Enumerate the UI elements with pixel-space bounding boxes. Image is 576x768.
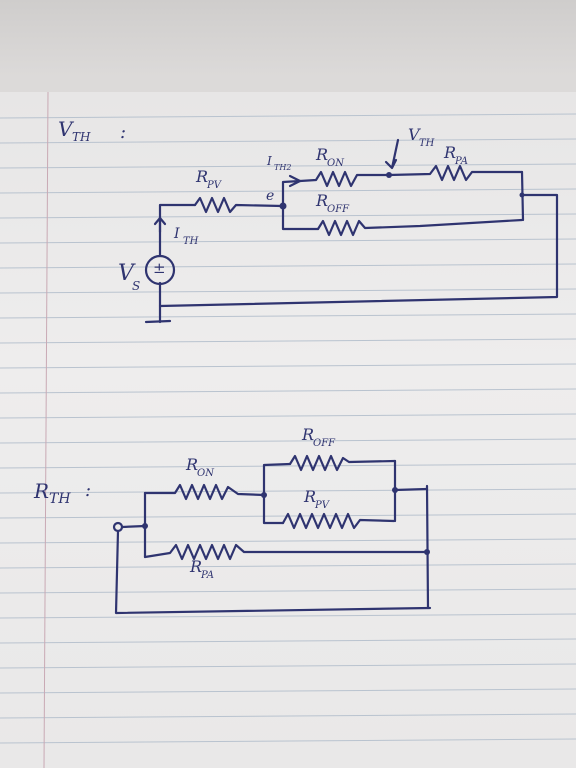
vth-node-arrow bbox=[384, 138, 400, 170]
vth-i-th-arrow bbox=[153, 216, 167, 234]
rth-r-pv-resistor bbox=[281, 512, 396, 530]
rth-heading-colon: : bbox=[85, 480, 91, 501]
vth-r-pa-resistor bbox=[387, 164, 524, 182]
rth-r-pv-subscript: PV bbox=[314, 500, 331, 511]
vth-r-on-resistor bbox=[298, 170, 390, 188]
vth-r-pv-subscript: PV bbox=[206, 180, 223, 191]
rth-return-wire bbox=[114, 529, 432, 615]
vth-r-off-label: R bbox=[315, 191, 328, 210]
vth-r-off-subscript: OFF bbox=[327, 204, 350, 215]
margin-rule bbox=[43, 92, 49, 768]
rth-heading: R TH : bbox=[33, 479, 91, 507]
vth-return-wire bbox=[158, 193, 559, 308]
rth-r-off-label: R bbox=[301, 425, 314, 444]
vth-heading-subscript: TH bbox=[72, 130, 91, 144]
rth-r-on-subscript: ON bbox=[197, 468, 215, 479]
rth-r-off-resistor bbox=[288, 454, 397, 472]
vth-r-off-resistor bbox=[316, 218, 524, 237]
vth-r-pa-subscript: PA bbox=[454, 156, 468, 167]
vth-vs-subscript: S bbox=[132, 279, 140, 293]
vth-ground-icon bbox=[144, 319, 172, 324]
vth-voltage-source-icon bbox=[144, 254, 176, 286]
rth-r-on-resistor bbox=[143, 483, 266, 501]
vth-node-e-dot bbox=[279, 202, 287, 210]
vth-vs-label: V bbox=[118, 261, 136, 286]
ruled-lines bbox=[0, 92, 576, 768]
vth-node-label: V bbox=[408, 125, 421, 144]
vth-i-th2-arrow bbox=[288, 174, 302, 188]
vth-node-e-up-wire bbox=[281, 179, 302, 208]
rth-r-pa-label: R bbox=[189, 557, 202, 576]
vth-i-th2-subscript: TH2 bbox=[274, 163, 291, 172]
vth-heading: V TH : bbox=[58, 117, 126, 144]
vth-source-symbol: ± bbox=[153, 259, 166, 277]
vth-r-pa-label: R bbox=[443, 143, 456, 162]
vth-i-th2-label: I bbox=[266, 154, 272, 168]
vth-r-pv-resistor bbox=[193, 196, 284, 214]
vth-left-wire bbox=[158, 203, 197, 258]
vth-i-th-label: I bbox=[173, 226, 180, 242]
rth-far-right-bus bbox=[425, 484, 430, 610]
notebook-page bbox=[0, 92, 576, 768]
rth-r-pa-subscript: PA bbox=[200, 570, 214, 581]
vth-r-on-label: R bbox=[315, 145, 328, 164]
vth-heading-letter: V bbox=[58, 117, 75, 141]
vth-circuit: ± bbox=[144, 138, 559, 324]
vth-node-e-down-wire bbox=[281, 204, 320, 231]
rth-heading-letter: R bbox=[33, 479, 49, 503]
rth-r-on-label: R bbox=[185, 455, 198, 474]
rth-r-pa-resistor bbox=[143, 543, 429, 561]
vth-heading-colon: : bbox=[120, 122, 126, 143]
vth-r-on-subscript: ON bbox=[327, 158, 345, 169]
rth-heading-subscript: TH bbox=[49, 491, 71, 507]
vth-i-th-subscript: TH bbox=[183, 236, 199, 247]
vth-node-subscript: TH bbox=[419, 138, 435, 149]
rth-labels: R ON R OFF R PV R PA bbox=[185, 425, 336, 581]
rth-r-pv-label: R bbox=[303, 487, 316, 506]
vth-r-pv-label: R bbox=[195, 167, 208, 186]
rth-terminal-wire bbox=[120, 524, 147, 529]
rth-r-off-subscript: OFF bbox=[313, 438, 336, 449]
rth-circuit bbox=[112, 454, 432, 615]
vth-labels: R PV R ON R OFF R PA V TH I TH I TH2 e V… bbox=[118, 125, 468, 293]
vth-node-e-label: e bbox=[266, 188, 274, 204]
rth-parallel-top-wire bbox=[262, 462, 292, 497]
rth-right-link-wire bbox=[393, 487, 429, 492]
rth-terminal-icon bbox=[112, 521, 124, 533]
rth-parallel-bottom-wire bbox=[262, 493, 285, 525]
